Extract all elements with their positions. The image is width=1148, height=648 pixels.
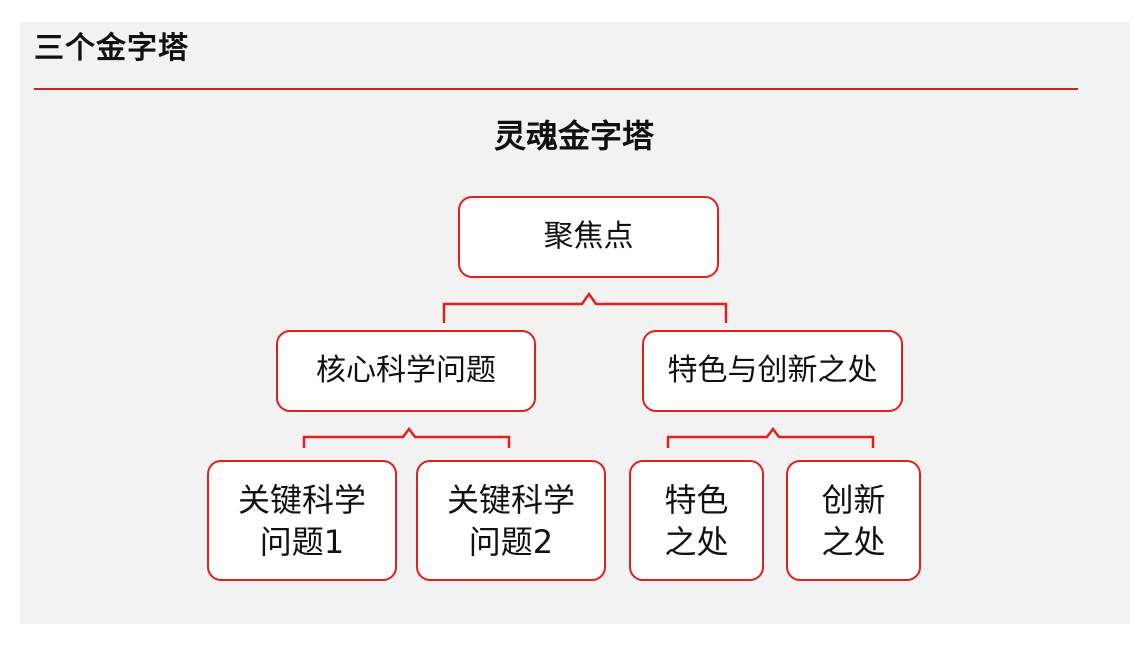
node-root[interactable]: 聚焦点 (458, 196, 719, 278)
diagram-title: 灵魂金字塔 (493, 117, 654, 155)
node-leaf-features-label: 特色 之处 (664, 480, 729, 561)
node-branch-core-question-label: 核心科学问题 (316, 353, 496, 388)
node-leaf-innovations[interactable]: 创新 之处 (786, 460, 921, 581)
node-branch-feature-innovation-label: 特色与创新之处 (667, 353, 878, 388)
node-leaf-key-question-1-label: 关键科学 问题1 (237, 480, 366, 561)
node-leaf-features[interactable]: 特色 之处 (629, 460, 764, 581)
page-title: 三个金字塔 (34, 31, 189, 66)
title-divider (34, 88, 1078, 90)
node-root-label: 聚焦点 (543, 219, 634, 254)
node-leaf-innovations-label: 创新 之处 (821, 480, 886, 561)
node-leaf-key-question-2[interactable]: 关键科学 问题2 (416, 460, 606, 581)
node-leaf-key-question-2-label: 关键科学 问题2 (446, 480, 575, 561)
node-branch-feature-innovation[interactable]: 特色与创新之处 (642, 330, 903, 412)
node-branch-core-question[interactable]: 核心科学问题 (276, 330, 536, 412)
node-leaf-key-question-1[interactable]: 关键科学 问题1 (207, 460, 397, 581)
